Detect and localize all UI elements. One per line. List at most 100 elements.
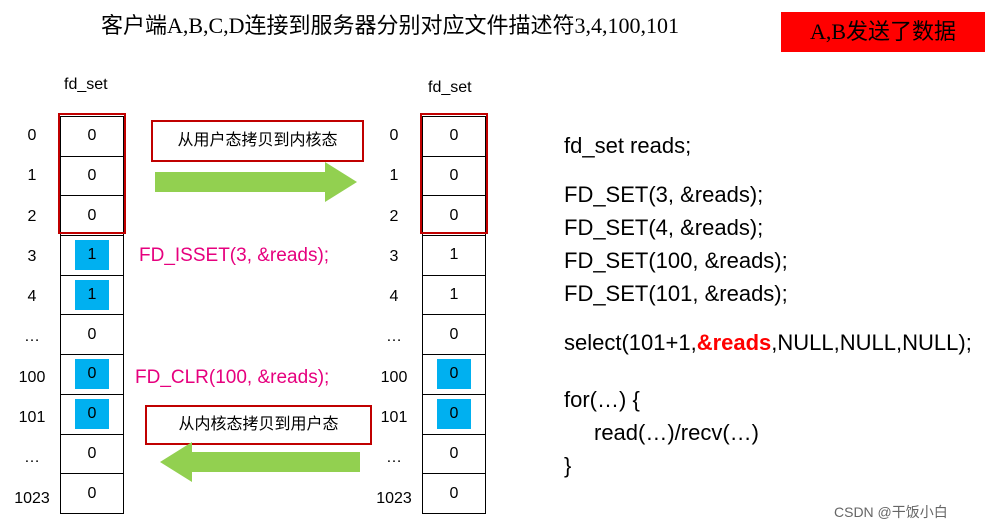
fd-bit: 0 bbox=[87, 206, 97, 224]
code-fd-set-3: FD_SET(101, &reads); bbox=[564, 281, 788, 306]
fd-row: 0 bbox=[422, 393, 486, 435]
select-reads-arg: &reads bbox=[696, 330, 772, 355]
fd-row-label: 3 bbox=[27, 247, 37, 265]
fd-cell: 0 bbox=[422, 314, 486, 356]
fd-cell: 0 bbox=[60, 116, 124, 157]
fd-row-label: 1023 bbox=[14, 489, 50, 507]
fd-row: 1 bbox=[422, 274, 486, 316]
fd-row: 0 bbox=[422, 473, 486, 514]
fd-row-label: 1 bbox=[27, 167, 37, 185]
watermark: CSDN @干饭小白 bbox=[834, 504, 948, 520]
fd-bit: 0 bbox=[449, 206, 459, 224]
fd-bit: 0 bbox=[87, 167, 97, 185]
fd-cell: 1 bbox=[60, 235, 124, 276]
left-row-labels: 0 1 2 3 4 … 100 101 … 1023 bbox=[10, 116, 54, 519]
fd-isset-call: FD_ISSET(3, &reads); bbox=[139, 245, 330, 266]
fd-row: 0 bbox=[60, 354, 124, 395]
status-badge: A,B发送了数据 bbox=[781, 12, 985, 52]
fd-cell: 0 bbox=[422, 433, 486, 475]
fd-row-label: 3 bbox=[389, 247, 399, 265]
fd-row-label: 4 bbox=[389, 288, 399, 306]
fd-row-label: 1 bbox=[389, 167, 399, 185]
fd-row-label: 2 bbox=[27, 207, 37, 225]
fd-row-label: … bbox=[386, 328, 402, 346]
fd-bit: 0 bbox=[449, 127, 459, 145]
fd-row: 0 bbox=[60, 393, 124, 435]
fd-row: 0 bbox=[60, 473, 124, 514]
fd-cell: 1 bbox=[422, 274, 486, 316]
arrow-left-icon bbox=[160, 442, 360, 482]
fd-bit: 0 bbox=[449, 444, 459, 462]
right-fd-set-table: 0 0 0 1 1 0 0 0 0 0 bbox=[422, 116, 486, 514]
fd-bit: 1 bbox=[449, 246, 459, 264]
code-for-close: } bbox=[564, 453, 572, 478]
fd-row-label: … bbox=[386, 449, 402, 467]
fd-bit: 0 bbox=[449, 167, 459, 185]
fd-bit-set: 0 bbox=[75, 399, 109, 430]
fd-row-label: … bbox=[24, 449, 40, 467]
fd-cell: 0 bbox=[60, 314, 124, 356]
code-declaration: fd_set reads; bbox=[564, 133, 692, 158]
code-for-body: read(…)/recv(…) bbox=[594, 420, 760, 445]
fd-bit-set: 1 bbox=[75, 240, 109, 271]
fd-row: 0 bbox=[60, 116, 124, 157]
fd-row: 0 bbox=[422, 314, 486, 356]
fd-bit: 0 bbox=[87, 325, 97, 343]
fd-row-label: 2 bbox=[389, 207, 399, 225]
select-prefix: select(101+1, bbox=[564, 330, 697, 355]
fd-row: 1 bbox=[422, 235, 486, 276]
note-user-to-kernel: 从用户态拷贝到内核态 bbox=[151, 120, 364, 162]
fd-bit: 0 bbox=[87, 484, 97, 502]
code-select-call: select(101+1,&reads,NULL,NULL,NULL); bbox=[564, 326, 997, 359]
fd-row-label: 100 bbox=[380, 368, 408, 386]
fd-bit-set: 0 bbox=[437, 399, 471, 430]
left-fd-set-table: 0 0 0 1 1 0 0 0 0 0 bbox=[60, 116, 124, 514]
right-table-header: fd_set bbox=[428, 79, 472, 96]
fd-cell: 0 bbox=[422, 393, 486, 435]
fd-row: 0 bbox=[422, 354, 486, 395]
fd-bit: 0 bbox=[87, 127, 97, 145]
code-fd-set-2: FD_SET(100, &reads); bbox=[564, 248, 788, 273]
left-std-fds-highlight bbox=[58, 113, 126, 234]
fd-row-label: 1023 bbox=[376, 489, 412, 507]
fd-bit: 0 bbox=[87, 444, 97, 462]
fd-row: 0 bbox=[60, 314, 124, 356]
note-kernel-to-user: 从内核态拷贝到用户态 bbox=[145, 405, 372, 445]
fd-bit: 0 bbox=[449, 325, 459, 343]
fd-bit: 1 bbox=[449, 286, 459, 304]
fd-row-label: … bbox=[24, 328, 40, 346]
fd-row: 0 bbox=[422, 433, 486, 475]
fd-row: 1 bbox=[60, 274, 124, 316]
fd-row: 0 bbox=[422, 195, 486, 237]
fd-row-label: 0 bbox=[27, 127, 37, 144]
fd-cell: 0 bbox=[60, 473, 124, 514]
diagram-title: 客户端A,B,C,D连接到服务器分别对应文件描述符3,4,100,101 bbox=[100, 13, 680, 38]
fd-row-label: 0 bbox=[389, 127, 399, 144]
fd-bit-set: 0 bbox=[437, 359, 471, 390]
fd-cell: 0 bbox=[60, 393, 124, 435]
code-fd-set-1: FD_SET(4, &reads); bbox=[564, 215, 764, 240]
fd-cell: 0 bbox=[422, 195, 486, 237]
code-for-open: for(…) { bbox=[564, 387, 640, 412]
left-table-header: fd_set bbox=[64, 76, 108, 93]
right-std-fds-highlight bbox=[420, 113, 488, 234]
fd-bit-set: 1 bbox=[75, 280, 109, 311]
fd-cell: 0 bbox=[422, 354, 486, 395]
fd-cell: 0 bbox=[60, 433, 124, 475]
fd-bit-set: 0 bbox=[75, 359, 109, 390]
fd-row-label: 101 bbox=[380, 409, 408, 427]
fd-bit: 0 bbox=[449, 484, 459, 502]
fd-row: 1 bbox=[60, 235, 124, 276]
fd-row: 0 bbox=[60, 433, 124, 475]
fd-cell: 0 bbox=[422, 473, 486, 514]
fd-cell: 1 bbox=[60, 274, 124, 316]
fd-row-label: 4 bbox=[27, 288, 37, 306]
right-row-labels: 0 1 2 3 4 … 100 101 … 1023 bbox=[372, 116, 416, 519]
fd-row-label: 100 bbox=[18, 368, 46, 386]
fd-clr-call: FD_CLR(100, &reads); bbox=[135, 367, 330, 388]
arrow-right-icon bbox=[155, 162, 357, 202]
select-suffix: ,NULL,NULL,NULL); bbox=[771, 330, 972, 355]
fd-row-label: 101 bbox=[18, 409, 46, 427]
fd-cell: 1 bbox=[422, 235, 486, 276]
fd-cell: 0 bbox=[60, 354, 124, 395]
